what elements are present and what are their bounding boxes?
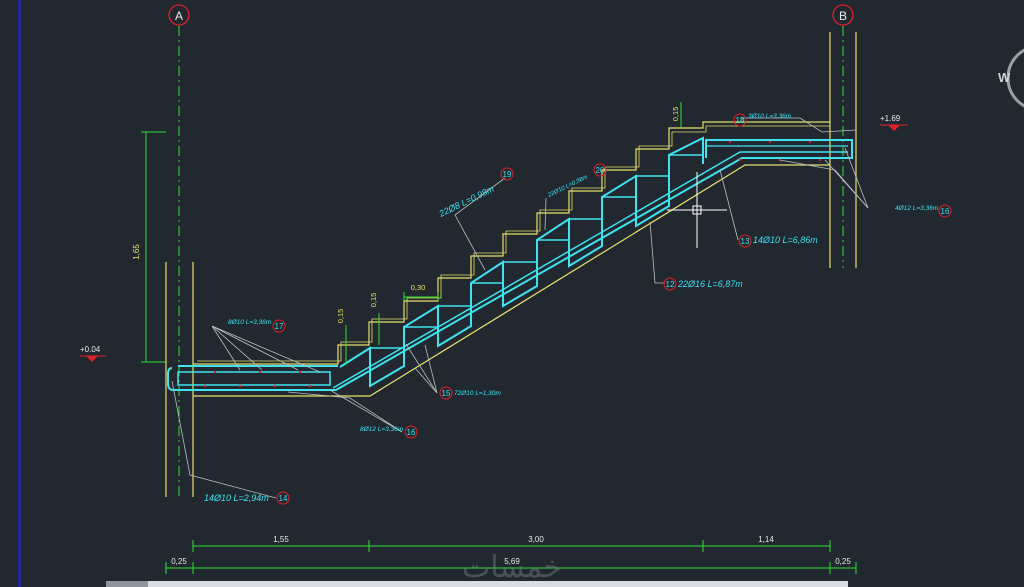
callout-num: 16 [407,428,416,437]
dim-wall-right-label: 0,25 [835,557,851,566]
dim-height-label: 1,65 [132,244,141,260]
callout-num: 17 [275,322,284,331]
callout-text: 4Ø12 L=3,36m [895,205,939,212]
callout-13: 13 14Ø10 L=6,86m [738,234,818,248]
callout-16-bottom: 8Ø12 L=3,36m 16 [360,425,418,439]
stair-rebar [167,136,853,391]
rebar-dots [203,140,822,388]
crosshair-cursor-icon[interactable] [667,172,727,248]
dim-wall-left-label: 0,25 [171,557,187,566]
callout-num: 19 [503,170,512,179]
dim-tread-label: 0,30 [411,283,426,292]
callout-text: 72Ø10 L=1,30m [454,390,501,397]
callout-20: 22Ø10 L=0,98m 20 [546,163,607,199]
callout-num: 20 [596,166,605,175]
callout-text: 22Ø8 L=0,98m [437,183,496,219]
callout-num: 13 [741,237,750,246]
dim-chain-bottom [165,562,857,574]
callout-15: 15 72Ø10 L=1,30m [439,386,501,400]
callout-text: 8Ø10 L=3,36m [228,319,272,326]
right-wall [829,32,857,268]
callout-num: 18 [736,116,745,125]
level-marker-upper: +1.69 [880,114,908,131]
callout-num: 16 [941,207,950,216]
dim-riser-a: 0,15 [336,309,347,364]
grid-axis-a: A [168,4,190,500]
dim-riser-c: 0,15 [671,102,682,128]
dim-riser-b: 0,15 [369,293,380,345]
dim-tread: 0,30 [403,283,439,301]
watermark: خمسات [462,551,562,584]
dim-seg3-label: 1,14 [758,535,774,544]
level-marker-lower: +0.04 [80,345,106,362]
stair-concrete-outline [193,121,830,397]
dim-chain-top [192,540,831,552]
callout-text: 22Ø10 L=0,98m [546,174,588,199]
callout-num: 12 [666,280,675,289]
callout-num: 15 [442,389,451,398]
viewcube-widget[interactable]: W [998,46,1024,110]
callout-text: 8Ø12 L=3,36m [360,426,404,433]
horizontal-scrollbar[interactable] [106,581,848,587]
level-label-lower: +0.04 [80,345,101,354]
level-label-upper: +1.69 [880,114,901,123]
viewport-left-border [18,0,21,587]
grid-label-a: A [175,9,183,23]
dim-riser-b-label: 0,15 [369,293,378,308]
dim-seg2-label: 3,00 [528,535,544,544]
dim-riser-a-label: 0,15 [336,309,345,324]
callout-text: 14Ø10 L=6,86m [753,235,818,245]
callout-18: 18 3Ø10 L=3,36m [733,113,792,127]
dim-total-label: 5,69 [504,557,520,566]
callout-14: 14Ø10 L=2,94m 14 [204,491,290,505]
dim-seg1-label: 1,55 [273,535,289,544]
callout-12: 12 22Ø16 L=6,87m [663,277,743,291]
leader-lines [171,117,869,499]
callout-text: 14Ø10 L=2,94m [204,493,269,503]
dim-riser-c-label: 0,15 [671,107,680,122]
callout-19: 22Ø8 L=0,98m 19 [437,167,514,219]
callout-17: 8Ø10 L=3,36m 17 [228,319,286,333]
left-wall [165,262,194,497]
callout-num: 14 [279,494,288,503]
callout-text: 3Ø10 L=3,36m [748,113,792,120]
grid-label-b: B [839,9,847,23]
dim-height: 1,65 [132,131,166,363]
viewcube-label: W [998,70,1011,85]
callout-16-top: 16 4Ø12 L=3,36m [895,204,952,218]
scrollbar-thumb[interactable] [106,581,148,587]
callout-text: 22Ø16 L=6,87m [677,279,743,289]
grid-axis-b: B [832,4,854,268]
